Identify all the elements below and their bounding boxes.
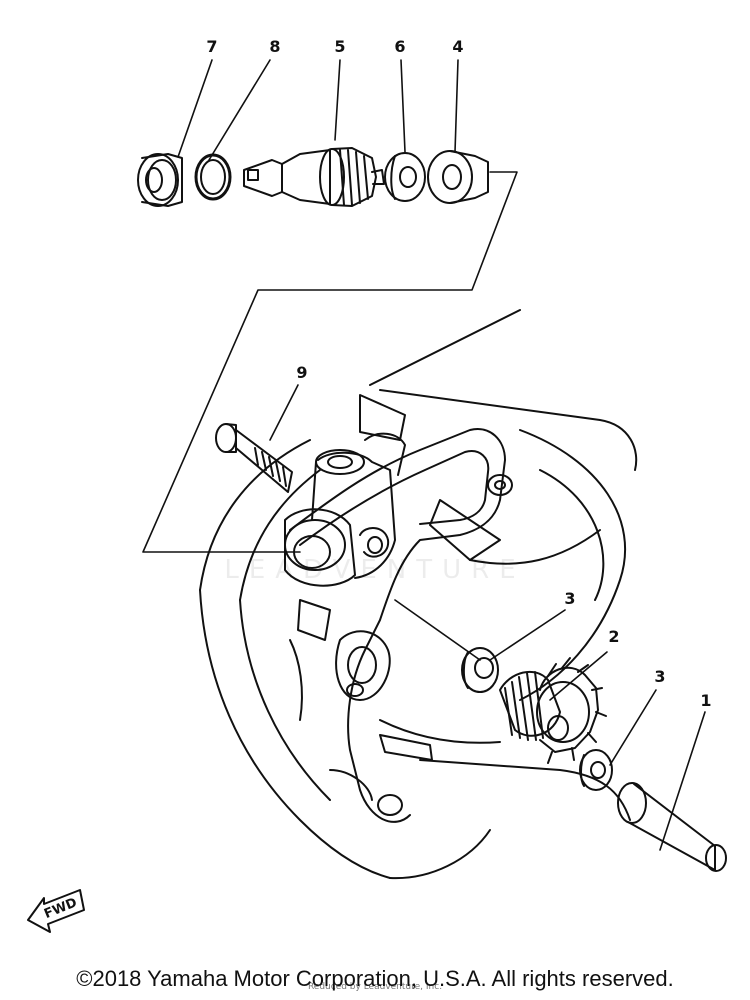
- callout-9: 9: [296, 363, 307, 382]
- watermark-text: LEADVENTURE: [224, 555, 525, 585]
- callout-1: 1: [700, 691, 711, 710]
- part-1-shaft: [617, 782, 727, 872]
- callout-3-lower: 3: [654, 667, 665, 686]
- part-8-o-ring: [194, 153, 232, 201]
- callout-7: 7: [206, 37, 217, 56]
- callout-3-upper: 3: [564, 589, 575, 608]
- fwd-arrow-icon: [27, 889, 85, 933]
- housing-flange: [289, 428, 513, 823]
- callout-6: 6: [394, 37, 405, 56]
- part-9-bolt: [215, 423, 293, 493]
- part-3-washer-lower: [579, 749, 613, 791]
- part-6-washer: [384, 152, 426, 202]
- crankcase-cover: [199, 309, 638, 880]
- part-5-driven-gear: [243, 147, 385, 207]
- part-7-oil-seal: [137, 153, 183, 207]
- callout-2: 2: [608, 627, 619, 646]
- callout-8: 8: [269, 37, 280, 56]
- part-3-washer-upper: [461, 647, 499, 693]
- meter-gear-boss: [284, 432, 406, 587]
- callout-4: 4: [452, 37, 463, 56]
- part-4-bushing: [427, 150, 489, 204]
- copyright-notice: ©2018 Yamaha Motor Corporation, U.S.A. A…: [76, 966, 674, 991]
- part-2-drive-gear: [499, 657, 607, 764]
- leader-lines: [142, 59, 706, 851]
- reduced-by-note: Reduced by Leadventure, Inc.: [307, 982, 443, 992]
- callout-5: 5: [334, 37, 345, 56]
- callout-labels: 7 8 5 6 4 9 3 2 3 1 FWD: [42, 37, 711, 922]
